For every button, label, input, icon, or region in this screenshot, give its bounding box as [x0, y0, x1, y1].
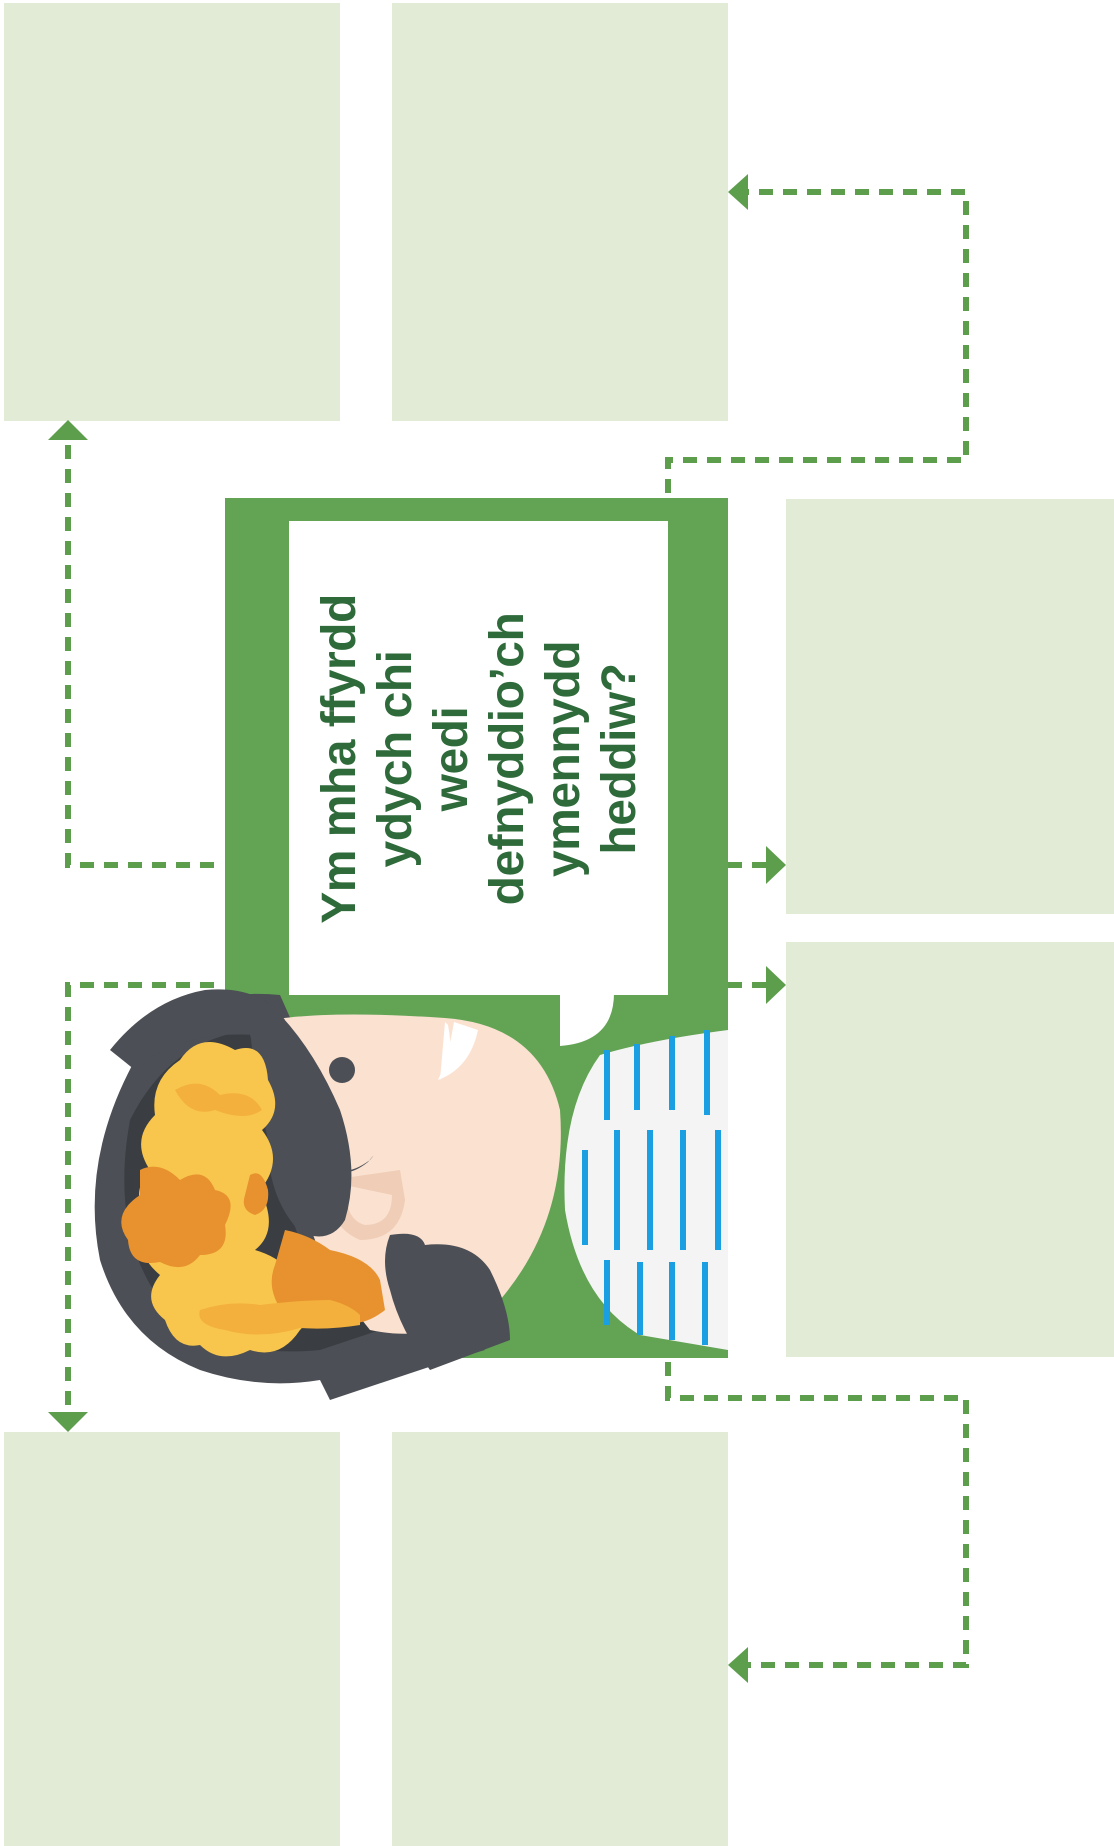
- eye: [329, 1057, 355, 1083]
- arrowhead-left-icon: [728, 174, 748, 210]
- connector-to-box-1: [68, 440, 214, 865]
- arrowhead-right-icon: [766, 966, 786, 1004]
- connector-to-box-2: [668, 192, 966, 493]
- arrowhead-up-icon: [48, 420, 88, 440]
- arrowhead-down-icon: [48, 1412, 88, 1432]
- arrowhead-right-icon: [766, 846, 786, 884]
- arrowhead-left-icon: [728, 1647, 748, 1683]
- connector-to-box-6: [668, 1362, 966, 1665]
- speech-bubble-content: Ym mha ffyrdd ydych chi wedi defnyddio’c…: [290, 521, 670, 996]
- question-text: Ym mha ffyrdd ydych chi wedi defnyddio’c…: [312, 569, 648, 949]
